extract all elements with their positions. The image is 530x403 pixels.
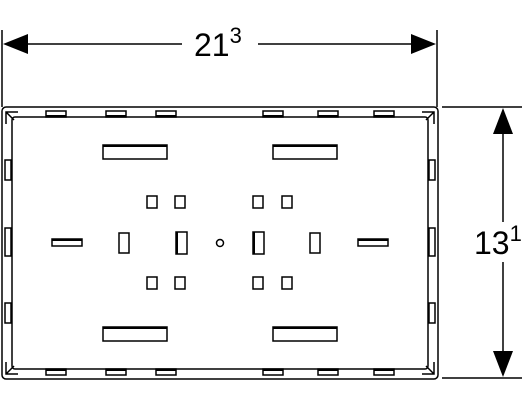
horizontal-dimension: 213 (1, 23, 438, 107)
square-hole (174, 195, 186, 209)
clip-shade (106, 369, 126, 371)
arrowhead-right (411, 34, 436, 54)
clip-shade (374, 369, 394, 371)
square-hole (146, 276, 158, 290)
clip-shade (263, 115, 283, 117)
slot-shade (103, 327, 167, 329)
frame-shading (46, 115, 394, 371)
right-edge-clips (428, 159, 436, 324)
top-edge-clips (45, 110, 395, 118)
slot-shade (273, 145, 337, 147)
corner-bracket-bottom-left (5, 362, 18, 375)
slot-shade (273, 327, 337, 329)
slot-bottom-left (102, 326, 168, 342)
frame-outer-border (1, 106, 439, 380)
clip-shade (318, 115, 338, 117)
edge-clip (428, 227, 436, 257)
edge-clip (4, 302, 12, 324)
width-dimension-label: 213 (194, 23, 242, 63)
clip-shade (106, 115, 126, 117)
corner-bracket-top-right (422, 111, 435, 124)
clip-shade (318, 369, 338, 371)
frame (1, 106, 439, 380)
vertical-slots (118, 231, 321, 255)
slot-shade (253, 232, 255, 254)
frame-inner-border (11, 116, 429, 370)
long-slots (102, 144, 338, 342)
square-hole (281, 276, 293, 290)
arrowhead-bottom (493, 351, 513, 377)
corner-bracket-bottom-right (422, 362, 435, 375)
height-superscript: 1 (510, 221, 522, 246)
height-dimension-label: 131 (474, 221, 522, 261)
square-hole (146, 195, 158, 209)
square-hole (281, 195, 293, 209)
slot-top-right (272, 144, 338, 160)
slot-shade (176, 232, 178, 254)
slot-shade (52, 239, 82, 241)
center-hole (215, 238, 225, 248)
square-holes-bottom (146, 276, 293, 290)
width-superscript: 3 (230, 23, 242, 48)
square-holes-top (146, 195, 293, 209)
square-hole (252, 195, 264, 209)
arrowhead-top (493, 108, 513, 134)
slot-shade (103, 145, 167, 147)
width-value: 21 (194, 27, 230, 63)
clip-shade (46, 369, 66, 371)
slot-shade (358, 239, 388, 241)
square-hole (174, 276, 186, 290)
corner-bracket-top-left (5, 111, 18, 124)
vertical-dimension: 131 (442, 106, 522, 379)
clip-shade (156, 115, 176, 117)
height-value: 13 (474, 225, 510, 261)
slot-top-left (102, 144, 168, 160)
clip-shade (263, 369, 283, 371)
edge-clip (4, 159, 12, 181)
square-hole (252, 276, 264, 290)
clip-shade (374, 115, 394, 117)
edge-clip (4, 227, 12, 257)
slot-bottom-right (272, 326, 338, 342)
edge-clip (428, 159, 436, 181)
clip-shade (46, 115, 66, 117)
vertical-slot (118, 232, 130, 254)
clip-shade (156, 369, 176, 371)
left-edge-clips (4, 159, 12, 324)
vertical-slot (309, 232, 321, 254)
arrowhead-left (3, 34, 28, 54)
edge-clip (428, 302, 436, 324)
bottom-edge-clips (45, 368, 395, 376)
